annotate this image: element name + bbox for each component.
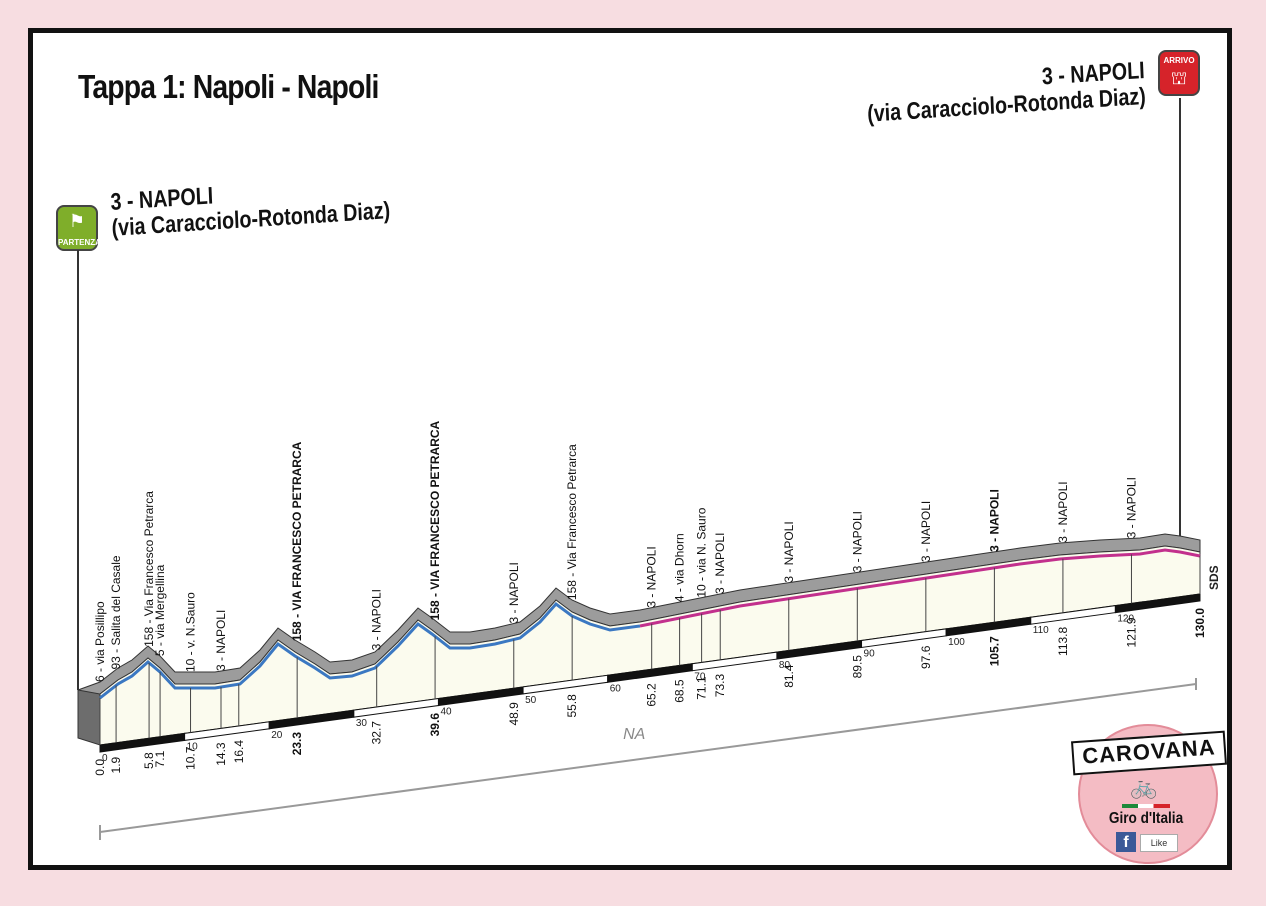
axis-tick-label: 90 bbox=[864, 648, 876, 659]
route-line-pink bbox=[639, 548, 1201, 628]
point-km-label: 23.3 bbox=[290, 732, 304, 756]
point-km-label: 48.9 bbox=[507, 702, 521, 726]
point-km-label: 0.0 bbox=[93, 759, 107, 776]
stage-title: Tappa 1: Napoli - Napoli bbox=[78, 68, 379, 105]
logo-name: Giro d'Italia bbox=[1108, 810, 1184, 827]
point-km-label: 16.4 bbox=[232, 740, 246, 764]
finish-badge: ARRIVO ⛫ bbox=[1158, 50, 1200, 96]
point-place-label: 3 - NAPOLI bbox=[645, 546, 659, 607]
facebook-icon[interactable]: f bbox=[1116, 832, 1136, 852]
point-km-label: 39.6 bbox=[428, 713, 442, 737]
point-km-label: 113.8 bbox=[1056, 626, 1070, 655]
point-km-label: 81.4 bbox=[782, 664, 796, 688]
point-km-label: 73.3 bbox=[713, 674, 727, 698]
axis-tick-label: 70 bbox=[694, 672, 706, 683]
axis-tick-label: 30 bbox=[356, 718, 368, 729]
axis-tick-label: 80 bbox=[779, 660, 791, 671]
like-button[interactable]: Like bbox=[1140, 834, 1178, 852]
checkered-flag-icon: ⚑ bbox=[68, 211, 86, 231]
axis-tick-label: 100 bbox=[948, 637, 965, 648]
point-place-label: 10 - v. N.Sauro bbox=[184, 592, 198, 672]
point-km-label: 7.1 bbox=[153, 750, 167, 767]
point-km-label: 5.8 bbox=[142, 752, 156, 769]
point-km-label: 55.8 bbox=[565, 694, 579, 718]
point-place-label: 3 - NAPOLI bbox=[919, 501, 933, 562]
axis-tick-label: 120 bbox=[1117, 614, 1134, 625]
point-place-label: 3 - NAPOLI bbox=[1056, 481, 1070, 542]
axis-tick-label: 20 bbox=[271, 730, 283, 741]
point-place-label: 3 - NAPOLI bbox=[713, 533, 727, 594]
km-stripe-segment bbox=[1114, 593, 1201, 614]
point-place-label: 158 - Via Francesco Petrarca bbox=[565, 444, 579, 600]
terrain-left-cap bbox=[77, 689, 101, 746]
point-place-label: 10 - via N. Sauro bbox=[695, 507, 709, 597]
axis-tick-label: 40 bbox=[440, 707, 452, 718]
point-place-label: 6 - via Posillipo bbox=[93, 601, 107, 682]
point-place-label: 3 - NAPOLI bbox=[370, 589, 384, 650]
point-km-label: 10.7 bbox=[184, 746, 198, 770]
axis-tick-label: 50 bbox=[525, 695, 537, 706]
point-km-label: 89.5 bbox=[850, 655, 864, 679]
point-km-label: 65.2 bbox=[645, 683, 659, 707]
end-code-label: SDS bbox=[1207, 565, 1221, 590]
point-km-label: 97.6 bbox=[919, 645, 933, 669]
point-km-label: 1.9 bbox=[109, 756, 123, 773]
point-place-label: 158 - Via Francesco Petrarca bbox=[142, 491, 156, 647]
finish-gate-icon: ⛫ bbox=[1170, 68, 1188, 88]
point-km-label: 14.3 bbox=[214, 742, 228, 766]
point-place-label: 3 - NAPOLI bbox=[850, 511, 864, 572]
italy-flag-stripe bbox=[1122, 804, 1170, 808]
point-place-label: 4 - via Dhorn bbox=[673, 533, 687, 602]
point-km-label: 32.7 bbox=[370, 721, 384, 745]
point-place-label: 158 - VIA FRANCESCO PETRARCA bbox=[428, 420, 442, 620]
point-place-label: 3 - NAPOLI bbox=[214, 610, 228, 671]
point-km-label: 71.1 bbox=[695, 676, 709, 700]
point-place-label: 3 - NAPOLI bbox=[782, 521, 796, 582]
distance-baseline bbox=[99, 683, 1197, 833]
finish-badge-label: ARRIVO bbox=[1163, 56, 1195, 65]
point-km-label: 68.5 bbox=[673, 679, 687, 703]
province-label: NA bbox=[623, 726, 645, 743]
bicycle-icon: 🚲 bbox=[1130, 774, 1158, 799]
point-place-label: 3 - NAPOLI bbox=[987, 489, 1001, 552]
axis-tick-label: 10 bbox=[187, 741, 199, 752]
point-km-label: 130.0 bbox=[1193, 608, 1207, 638]
terrain-front-face bbox=[99, 545, 1201, 746]
point-place-label: 3 - NAPOLI bbox=[1124, 477, 1138, 538]
point-place-label: 158 - VIA FRANCESCO PETRARCA bbox=[290, 441, 304, 641]
axis-tick-label: 60 bbox=[610, 683, 622, 694]
point-km-label: 121.9 bbox=[1124, 617, 1138, 647]
axis-tick-label: 0 bbox=[102, 753, 108, 764]
axis-tick-label: 110 bbox=[1033, 625, 1049, 636]
start-badge-label: PARTENZA bbox=[58, 238, 101, 247]
point-place-label: 3 - NAPOLI bbox=[507, 562, 521, 623]
route-line-blue bbox=[99, 601, 641, 700]
point-place-label: 93 - Salita del Casale bbox=[109, 555, 123, 669]
point-place-label: 5 - via Mergellina bbox=[153, 564, 167, 656]
carovana-logo: CAROVANA 🚲 Giro d'Italia f Like bbox=[1071, 724, 1227, 864]
point-km-label: 105.7 bbox=[987, 636, 1001, 666]
